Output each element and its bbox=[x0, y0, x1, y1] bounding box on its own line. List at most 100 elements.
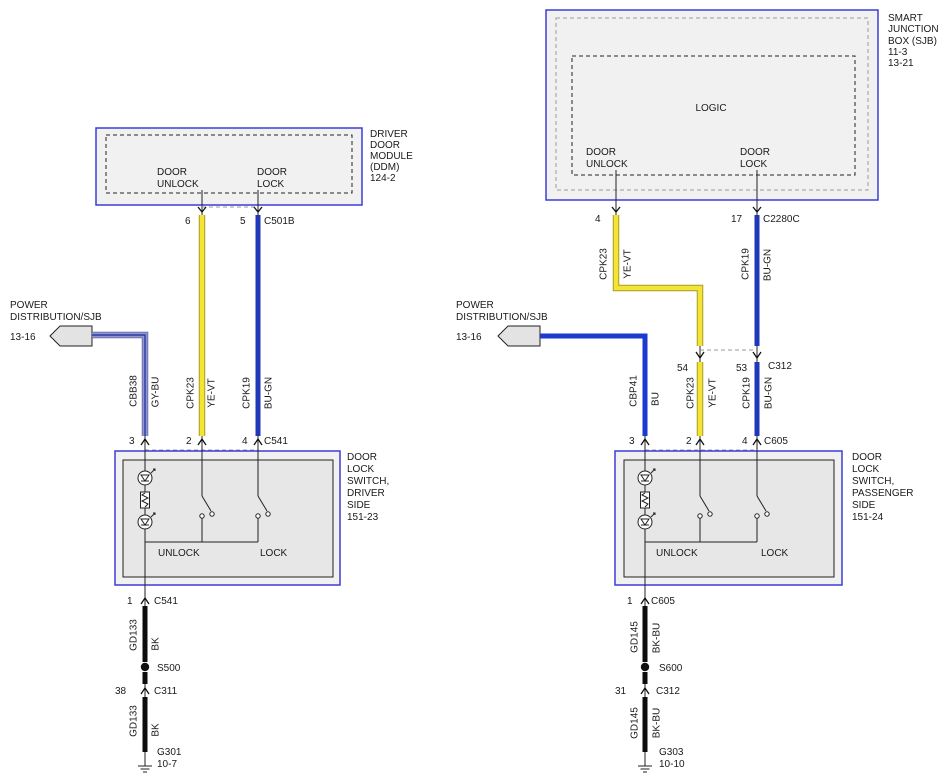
lock-switch-contact-icon bbox=[255, 495, 271, 542]
switch-name-line: DOOR bbox=[852, 452, 882, 463]
c605-pin-lock: 4 bbox=[742, 436, 748, 447]
switch-name-line: LOCK bbox=[852, 464, 880, 475]
connector-terminal-symbol bbox=[140, 686, 150, 695]
ddm-name-line: DOOR bbox=[370, 140, 400, 151]
wire-circuit-label: CPK19 bbox=[742, 377, 753, 409]
switch-internal-boundary bbox=[623, 459, 835, 578]
switch-name-line: SIDE bbox=[347, 500, 371, 511]
sjb-logic-block bbox=[571, 55, 856, 176]
c541-pin-unlock: 2 bbox=[186, 436, 192, 447]
wire-color-label: GY-BU bbox=[151, 377, 162, 408]
c541-pin-lock: 4 bbox=[242, 436, 248, 447]
switch-page-ref: 151-23 bbox=[347, 512, 379, 523]
sjb-lock-output-label: LOCK bbox=[740, 159, 768, 170]
power-source-label: DISTRIBUTION/SJB bbox=[456, 312, 548, 323]
wire-circuit-label: GD145 bbox=[630, 621, 641, 653]
splice-id: S500 bbox=[157, 663, 181, 674]
inline-pin-label: 38 bbox=[115, 686, 127, 697]
c541-pin-supply: 3 bbox=[129, 436, 135, 447]
wire-circuit-label: CPK19 bbox=[741, 248, 752, 280]
driver-switch-name-label: DOOR LOCK SWITCH, DRIVER SIDE 151-23 bbox=[347, 452, 389, 523]
switch-name-line: SWITCH, bbox=[852, 476, 894, 487]
switch-unlock-label: UNLOCK bbox=[158, 548, 200, 559]
ground-pin-label: 1 bbox=[127, 596, 133, 607]
wire-circuit-label: GD133 bbox=[129, 705, 140, 737]
wire-circuit-label: CPK23 bbox=[186, 377, 197, 409]
led-icon bbox=[137, 468, 156, 486]
ground-id: G301 bbox=[157, 747, 182, 758]
connector-c501b: 6 5 C501B bbox=[185, 190, 295, 227]
power-source-label: DISTRIBUTION/SJB bbox=[10, 312, 102, 323]
wire-circuit-label: CPK23 bbox=[686, 377, 697, 409]
wire-color-label: BU-GN bbox=[264, 377, 275, 409]
wire-color-label: BU-GN bbox=[763, 249, 774, 281]
inline-pin-label: 31 bbox=[615, 686, 627, 697]
driver-power-source: POWER DISTRIBUTION/SJB 13-16 bbox=[10, 300, 102, 347]
sjb-name-line: JUNCTION bbox=[888, 24, 939, 35]
wire-color-label: BK-BU bbox=[652, 623, 663, 654]
switch-internal-boundary bbox=[122, 459, 334, 578]
c312-pin-lock: 53 bbox=[736, 363, 748, 374]
power-source-label: POWER bbox=[456, 300, 494, 311]
ground-connector-id: C541 bbox=[154, 596, 178, 607]
sjb-name-label: SMART JUNCTION BOX (SJB) 11-3 13-21 bbox=[888, 13, 939, 69]
wire-circuit-label: CPK23 bbox=[599, 248, 610, 280]
connector-terminal-symbol bbox=[695, 351, 705, 360]
wire-circuit-label: CPK19 bbox=[242, 377, 253, 409]
connector-terminal-symbol bbox=[640, 686, 650, 695]
passenger-power-source: POWER DISTRIBUTION/SJB 13-16 bbox=[456, 300, 548, 347]
c605-pin-supply: 3 bbox=[629, 436, 635, 447]
c605-connector-id: C605 bbox=[764, 436, 788, 447]
driver-wires: CBB38 GY-BU CPK23 YE-VT CPK19 BU-GN bbox=[92, 215, 275, 436]
ddm-outline bbox=[95, 127, 363, 206]
connector-terminal-symbol bbox=[640, 596, 650, 605]
driver-ground-path: 1 C541 GD133 BK S500 38 C311 GD133 BK G3… bbox=[115, 596, 182, 773]
connector-terminal-symbol bbox=[611, 206, 621, 214]
wire-color-label: YE-VT bbox=[708, 378, 719, 407]
ground-pin-label: 1 bbox=[627, 596, 633, 607]
c501b-connector-id: C501B bbox=[264, 216, 295, 227]
connector-terminal-symbol bbox=[197, 437, 207, 446]
ddm-page-ref: 124-2 bbox=[370, 173, 396, 184]
sjb-logic-label: LOGIC bbox=[695, 103, 726, 114]
ground-id: G303 bbox=[659, 747, 684, 758]
inline-connector-id: C312 bbox=[656, 686, 680, 697]
wire-color-label: YE-VT bbox=[207, 378, 218, 407]
inline-connector-id: C311 bbox=[154, 686, 178, 697]
switch-name-line: PASSENGER bbox=[852, 488, 914, 499]
passenger-upper-wires: CPK23 YE-VT CPK19 BU-GN bbox=[599, 215, 774, 346]
passenger-door-lock-switch: UNLOCK LOCK bbox=[614, 436, 843, 606]
splice-id: S600 bbox=[659, 663, 683, 674]
wire-circuit-label: GD133 bbox=[129, 619, 140, 651]
wire-cbb38-stripe bbox=[92, 334, 146, 436]
wire-color-label: YE-VT bbox=[623, 249, 634, 278]
connector-c312-inline: 54 53 C312 bbox=[677, 346, 792, 374]
passenger-ground-path: 1 C605 GD145 BK-BU S600 31 C312 GD145 BK… bbox=[615, 596, 685, 773]
connector-terminal-symbol bbox=[197, 206, 207, 214]
ddm-lock-output-label: LOCK bbox=[257, 179, 285, 190]
ddm-name-label: DRIVER DOOR MODULE (DDM) 124-2 bbox=[370, 129, 413, 184]
power-source-page-ref: 13-16 bbox=[10, 332, 36, 343]
c2280c-connector-id: C2280C bbox=[763, 214, 800, 225]
ground-page-ref: 10-10 bbox=[659, 759, 685, 770]
wire-color-label: BU bbox=[651, 392, 662, 406]
resistor-icon bbox=[140, 491, 150, 509]
sjb-outline bbox=[545, 9, 879, 201]
lock-switch-contact-icon bbox=[754, 495, 770, 542]
power-source-page-ref: 13-16 bbox=[456, 332, 482, 343]
connector-terminal-symbol bbox=[752, 351, 762, 360]
connector-terminal-symbol bbox=[752, 206, 762, 214]
driver-door-lock-switch: UNLOCK LOCK bbox=[114, 445, 341, 606]
wire-cpk23-upper-edge bbox=[612, 215, 704, 346]
c312-pin-unlock: 54 bbox=[677, 363, 689, 374]
wire-circuit-label: CBB38 bbox=[129, 375, 140, 407]
c605-pin-unlock: 2 bbox=[686, 436, 692, 447]
c312-connector-id: C312 bbox=[768, 361, 792, 372]
driver-door-module: DOOR UNLOCK DOOR LOCK bbox=[95, 127, 363, 206]
passenger-lower-wires: CBP41 BU CPK23 YE-VT CPK19 BU-GN bbox=[540, 333, 775, 436]
sjb-name-line: SMART bbox=[888, 13, 923, 24]
switch-name-line: LOCK bbox=[347, 464, 375, 475]
power-connector-icon bbox=[497, 325, 541, 347]
ddm-internal-boundary bbox=[105, 134, 353, 194]
switch-name-line: SWITCH, bbox=[347, 476, 389, 487]
